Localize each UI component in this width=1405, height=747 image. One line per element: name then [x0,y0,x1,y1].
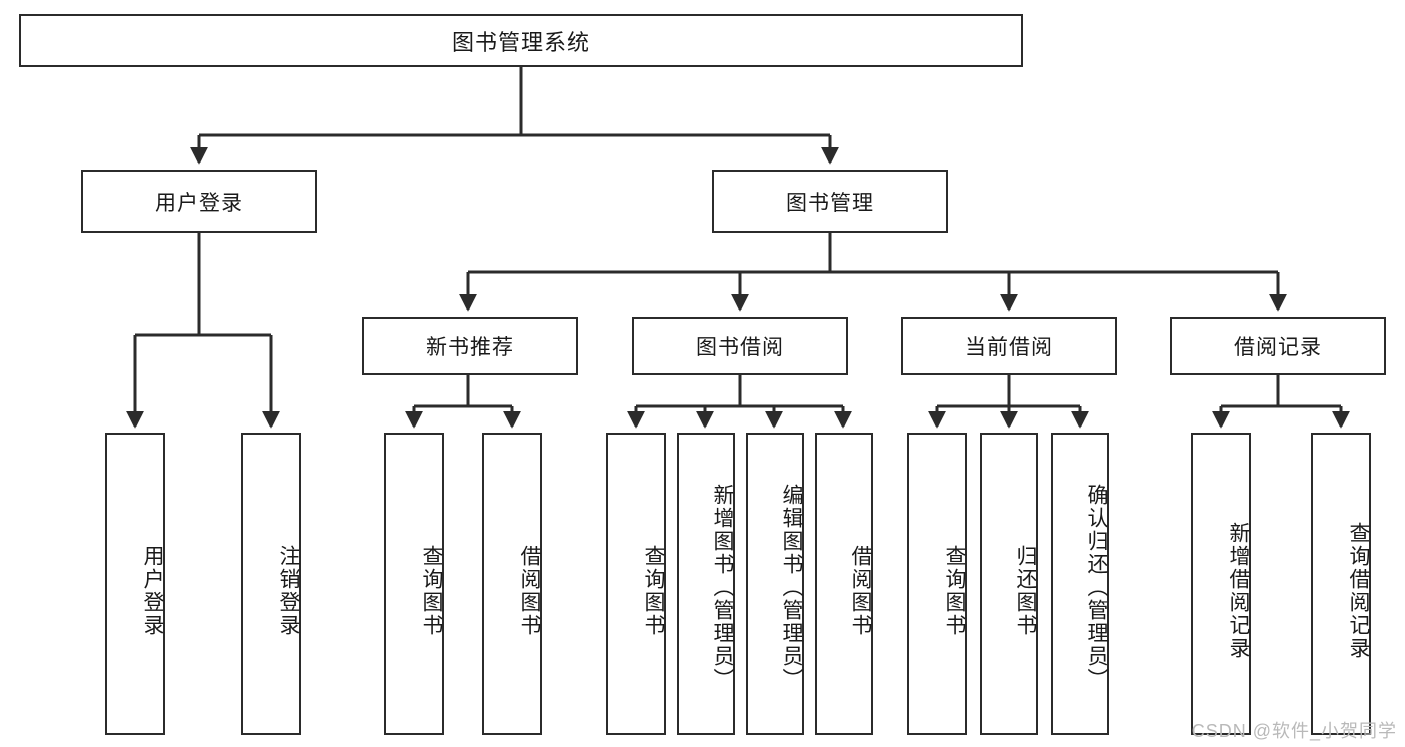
leaf-borrow-book-recommend[interactable]: 借阅图书 [482,433,542,735]
csdn-watermark: CSDN @软件_小贺同学 [1191,721,1397,741]
leaf-add-book[interactable]: 新增图书（管理员） [677,433,735,735]
leaf-query-book-recommend[interactable]: 查询图书 [384,433,444,735]
node-label: 用户登录 [155,191,243,215]
node-label: 借阅图书 [849,545,872,637]
node-label: 当前借阅 [965,336,1053,359]
node-label: 查询图书 [943,545,966,637]
node-root-system[interactable]: 图书管理系统 [19,14,1023,67]
node-current-borrow[interactable]: 当前借阅 [901,317,1117,375]
node-label: 注销登录 [277,545,300,637]
node-label: 图书借阅 [696,336,784,359]
leaf-borrow-book[interactable]: 借阅图书 [815,433,873,735]
node-label: 查询图书 [420,545,443,637]
node-user-login[interactable]: 用户登录 [81,170,317,233]
leaf-return-book[interactable]: 归还图书 [980,433,1038,735]
leaf-user-login[interactable]: 用户登录 [105,433,165,735]
leaf-confirm-return[interactable]: 确认归还（管理员） [1051,433,1109,735]
node-label: 新增借阅记录 [1227,522,1250,660]
node-label: 新增图书（管理员） [711,483,734,691]
node-borrow-record[interactable]: 借阅记录 [1170,317,1386,375]
node-label: 查询借阅记录 [1347,522,1370,660]
leaf-query-borrow-record[interactable]: 查询借阅记录 [1311,433,1371,735]
leaf-query-book-current[interactable]: 查询图书 [907,433,967,735]
leaf-query-book-borrow[interactable]: 查询图书 [606,433,666,735]
node-label: 用户登录 [141,545,164,637]
leaf-edit-book[interactable]: 编辑图书（管理员） [746,433,804,735]
node-label: 查询图书 [642,545,665,637]
node-label: 借阅记录 [1234,336,1322,359]
node-label: 确认归还（管理员） [1085,483,1108,691]
leaf-logout[interactable]: 注销登录 [241,433,301,735]
node-label: 归还图书 [1014,545,1037,637]
node-book-borrow[interactable]: 图书借阅 [632,317,848,375]
leaf-add-borrow-record[interactable]: 新增借阅记录 [1191,433,1251,735]
node-label: 图书管理系统 [451,29,590,55]
node-label: 借阅图书 [518,545,541,637]
node-label: 图书管理 [786,191,874,215]
node-book-manage[interactable]: 图书管理 [712,170,948,233]
node-label: 新书推荐 [426,336,514,359]
node-label: 编辑图书（管理员） [780,483,803,691]
node-new-book-rec[interactable]: 新书推荐 [362,317,578,375]
